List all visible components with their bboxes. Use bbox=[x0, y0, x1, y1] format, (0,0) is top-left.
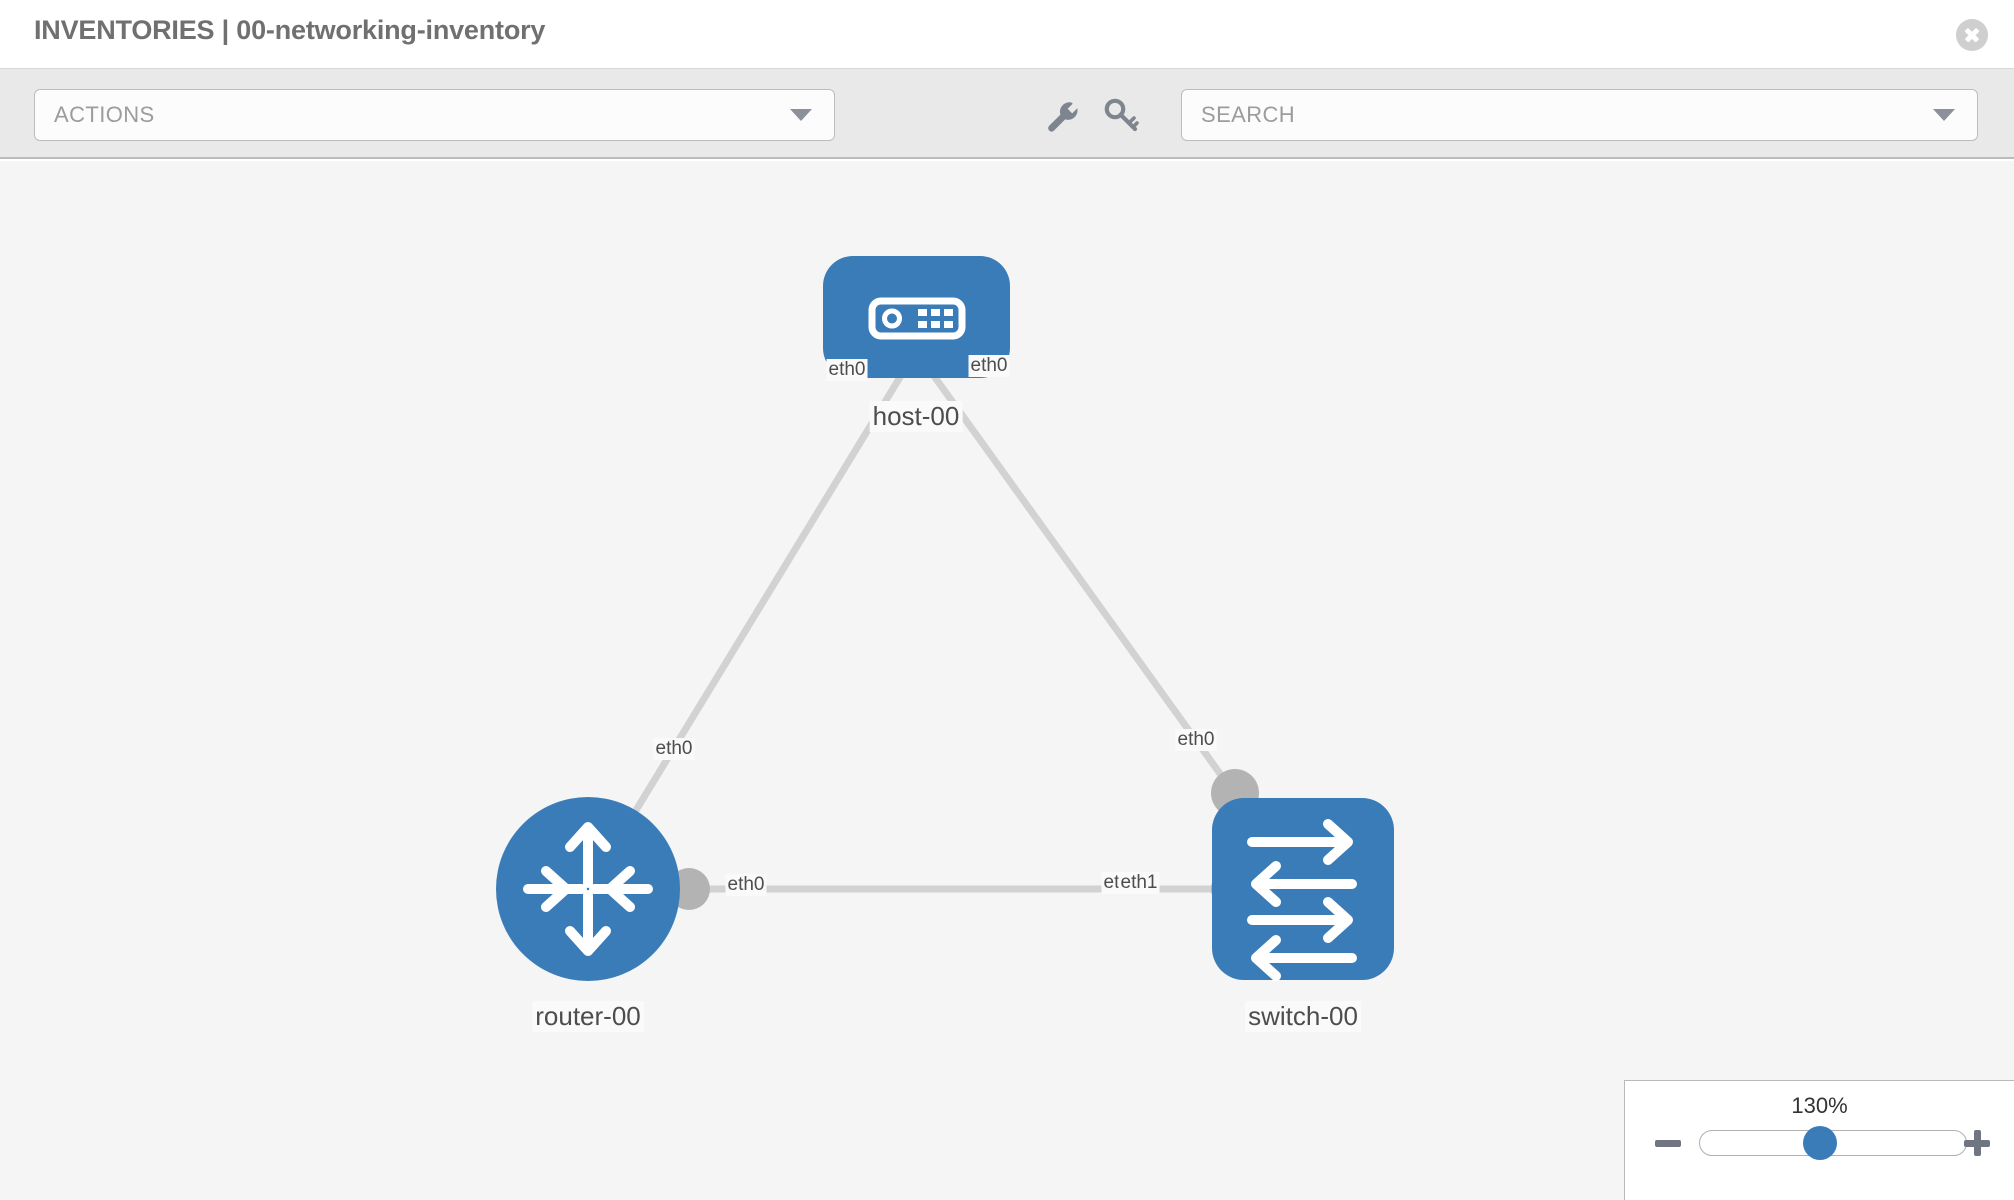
switch-icon bbox=[1247, 819, 1357, 981]
iface-label-switch-uplink: eth0 bbox=[1175, 729, 1217, 751]
actions-dropdown[interactable]: ACTIONS bbox=[34, 89, 835, 141]
close-icon[interactable] bbox=[1956, 19, 1988, 51]
zoom-out-button[interactable] bbox=[1653, 1128, 1683, 1158]
node-router-00[interactable] bbox=[496, 797, 680, 981]
node-switch-00[interactable] bbox=[1212, 798, 1394, 981]
page-header: INVENTORIES | 00-networking-inventory bbox=[0, 0, 2014, 69]
link-router-host[interactable] bbox=[585, 349, 919, 891]
zoom-slider-thumb[interactable] bbox=[1803, 1126, 1837, 1160]
key-icon[interactable] bbox=[1099, 93, 1143, 137]
iface-label-router-uplink: eth0 bbox=[653, 738, 695, 760]
iface-label-host-right: eth0 bbox=[968, 355, 1010, 377]
iface-label-switch-eth1: eth1 bbox=[1118, 872, 1160, 894]
zoom-in-button[interactable] bbox=[1962, 1128, 1992, 1158]
chevron-down-icon bbox=[1933, 109, 1955, 121]
node-label-host-00: host-00 bbox=[869, 401, 963, 432]
zoom-control-panel: 130% bbox=[1624, 1080, 2014, 1200]
server-icon bbox=[868, 297, 966, 340]
node-label-router-00: router-00 bbox=[532, 1001, 644, 1032]
wrench-icon[interactable] bbox=[1040, 93, 1084, 137]
chevron-down-icon bbox=[790, 109, 812, 121]
topology-graph bbox=[496, 256, 1394, 981]
iface-label-router-eth0: eth0 bbox=[725, 874, 767, 896]
zoom-level-value: 130% bbox=[1791, 1093, 1848, 1118]
node-label-switch-00: switch-00 bbox=[1245, 1001, 1361, 1032]
search-input[interactable]: SEARCH bbox=[1181, 89, 1978, 141]
toolbar: ACTIONS SEARCH bbox=[0, 69, 2014, 159]
router-icon bbox=[523, 822, 653, 956]
search-placeholder: SEARCH bbox=[1201, 102, 1296, 127]
page-title: INVENTORIES | 00-networking-inventory bbox=[34, 15, 546, 45]
topology-canvas[interactable]: host-00 router-00 switch-00 eth0 eth0 et… bbox=[0, 161, 2014, 1200]
iface-label-host-left: eth0 bbox=[826, 359, 868, 381]
node-host-00[interactable] bbox=[823, 256, 1010, 378]
actions-dropdown-label: ACTIONS bbox=[54, 102, 155, 127]
